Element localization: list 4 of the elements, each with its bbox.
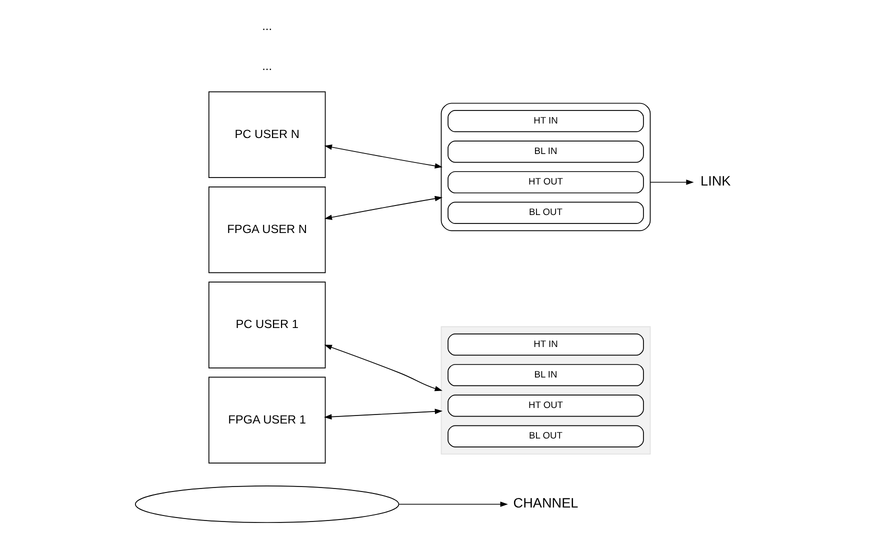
node-text: CHANNEL <box>513 495 578 510</box>
node-text: LINK <box>700 173 731 188</box>
label: ... <box>262 58 272 73</box>
label: ... <box>262 18 272 33</box>
